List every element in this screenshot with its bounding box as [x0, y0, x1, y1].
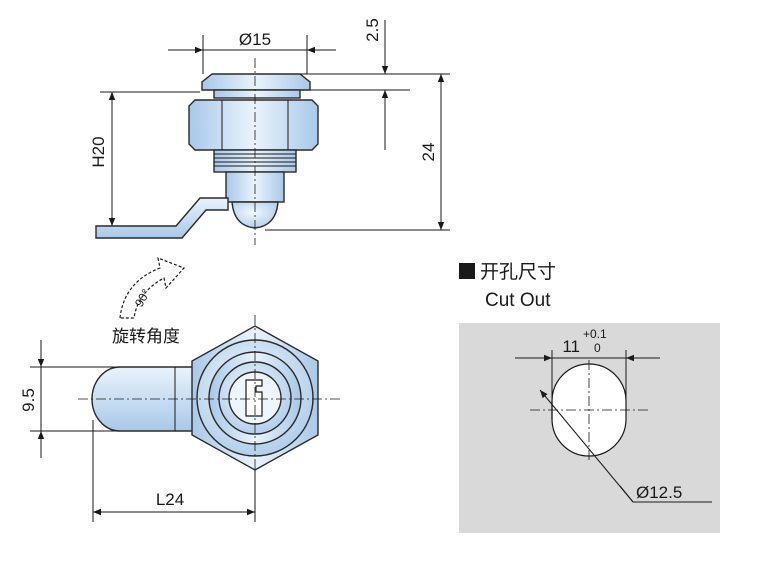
keyway-icon [245, 379, 263, 417]
cam-bar [95, 197, 229, 239]
dim-flat-11: 11 [562, 337, 580, 356]
cutout-title-cn: 开孔尺寸 [480, 261, 556, 283]
bottom-view: 9.5 L24 [19, 315, 340, 522]
lock-cap [201, 73, 311, 91]
hex-nut [188, 99, 319, 151]
dim-flat-tol-lower: 0 [594, 341, 601, 355]
side-view: Ø15 2.5 24 H20 [89, 18, 450, 245]
rotation-arrow-icon [119, 257, 186, 319]
cutout-title-en: Cut Out [485, 290, 551, 311]
dim-head-2-5: 2.5 [363, 18, 382, 42]
dim-height-h20: H20 [89, 136, 108, 167]
rotation-caption: 旋转角度 [112, 327, 180, 347]
cutout-section: 开孔尺寸 Cut Out 11 +0.1 0 Ø12.5 [459, 261, 720, 533]
dim-length-l24: L24 [156, 490, 184, 509]
rotation-indicator: 90° 旋转角度 [112, 257, 186, 347]
dim-flat-tol-upper: +0.1 [583, 327, 607, 341]
dim-width-9-5: 9.5 [19, 388, 38, 412]
lock-collar [213, 89, 301, 99]
dim-total-24: 24 [419, 143, 438, 162]
cutout-title-square-icon [459, 263, 475, 279]
dim-diameter-15: Ø15 [239, 30, 271, 49]
dim-diameter-12-5: Ø12.5 [636, 483, 682, 502]
